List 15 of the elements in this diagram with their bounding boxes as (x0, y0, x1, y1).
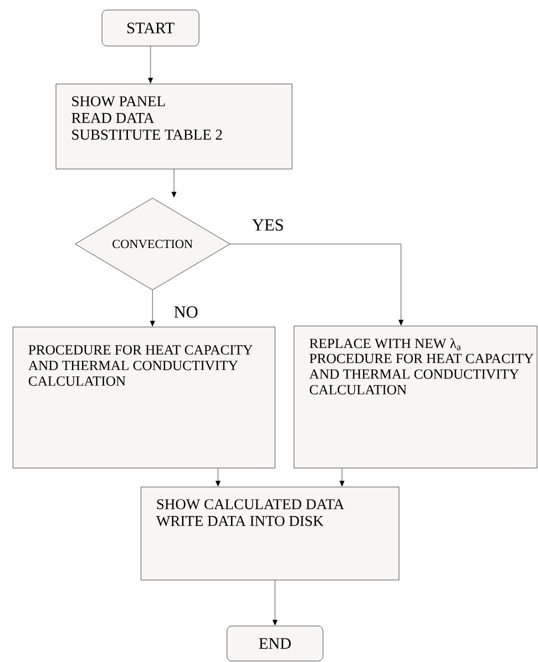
arrow (340, 468, 344, 486)
arrow (230, 244, 404, 326)
arrow (150, 290, 155, 326)
edge-label: NO (172, 305, 200, 319)
end-terminal: END (226, 626, 324, 662)
process-box: REPLACE WITH NEW λ$_{a}$ PROCEDURE FOR HEAT CAPACITY AND THERMAL CONDUCTIVITY CALCULATION (294, 326, 538, 468)
process-box: SHOW CALCULATED DATA WRITE DATA INTO DISK (140, 486, 400, 580)
arrow (216, 468, 220, 486)
arrow (148, 46, 153, 84)
arrow (172, 169, 176, 198)
process-box: SHOW PANEL READ DATA SUBSTITUTE TABLE 2 (56, 84, 292, 170)
edge-label: YES (251, 218, 285, 232)
arrow (272, 580, 278, 626)
process-box: PROCEDURE FOR HEAT CAPACITY AND THERMAL CONDUCTIVITY CALCULATION (12, 326, 276, 468)
start-terminal: START (102, 10, 200, 46)
